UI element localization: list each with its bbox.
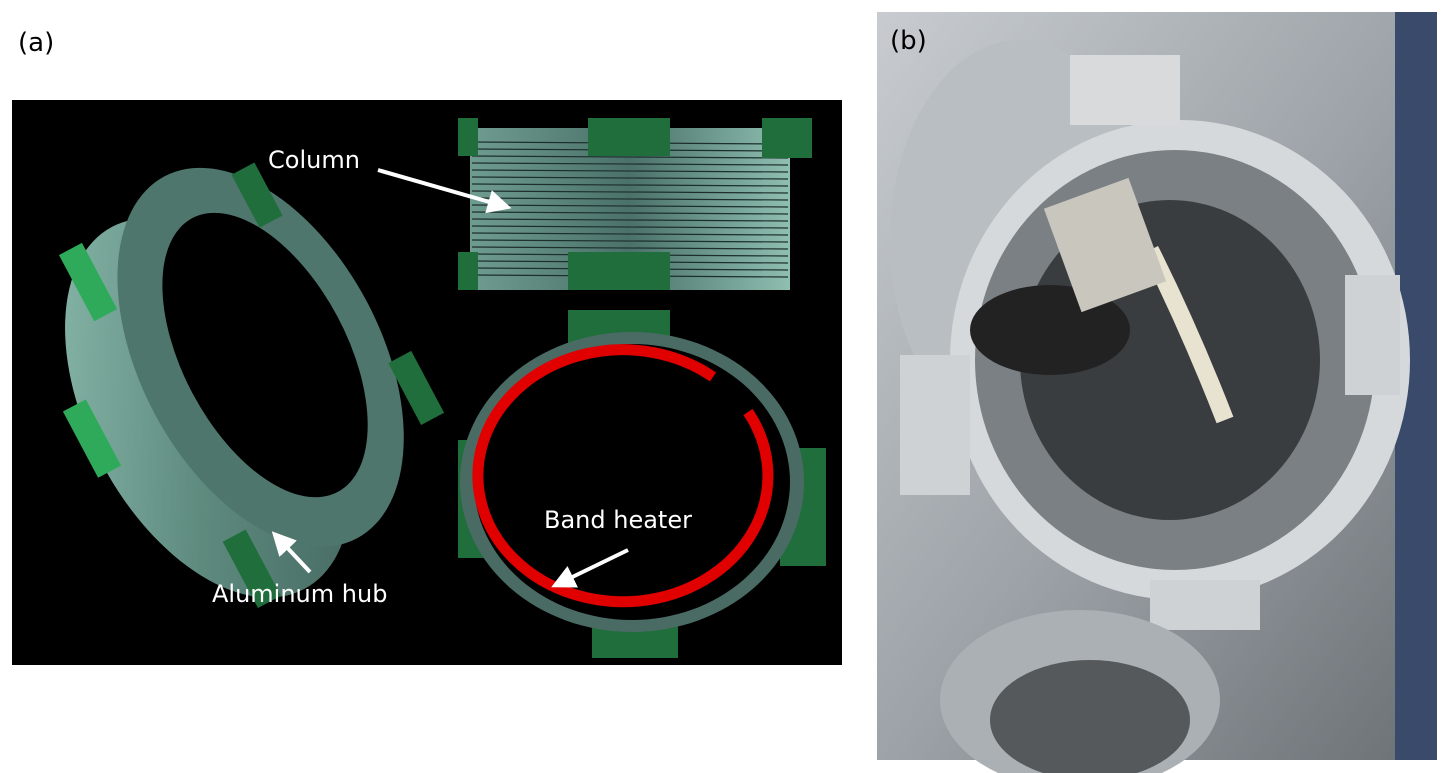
column-plate-line xyxy=(471,204,789,208)
arrow-aluminum-hub xyxy=(271,531,312,574)
column-plate-line xyxy=(471,211,789,215)
arrow-band-heater xyxy=(551,548,629,588)
callout-column: Column xyxy=(268,146,360,174)
panel-label-b: (b) xyxy=(890,26,927,56)
column-plate-line xyxy=(471,225,789,229)
band-heater-ring xyxy=(458,310,826,658)
column-plate-line xyxy=(471,183,789,187)
heater-arc xyxy=(472,344,774,608)
panel-label-a: (a) xyxy=(18,28,55,58)
column-plate-line xyxy=(471,162,789,166)
callout-aluminum-hub: Aluminum hub xyxy=(212,580,387,608)
aluminum-hub-3d xyxy=(58,162,445,608)
photo-panel xyxy=(877,12,1437,773)
cad-panel: Column Band heater Aluminum hub xyxy=(12,100,842,665)
column-plate-line xyxy=(471,197,789,201)
column-plate-line xyxy=(471,239,789,243)
column-plate-line xyxy=(471,246,789,250)
arrow-column xyxy=(377,168,512,214)
column-plate-line xyxy=(471,232,789,236)
callout-band-heater: Band heater xyxy=(544,506,692,534)
column-plate-line xyxy=(471,169,789,173)
column-plate-line xyxy=(471,190,789,194)
column-plate-line xyxy=(471,218,789,222)
column-plate-line xyxy=(471,176,789,180)
column-plate-line xyxy=(471,155,789,159)
column-side-view xyxy=(458,118,812,290)
